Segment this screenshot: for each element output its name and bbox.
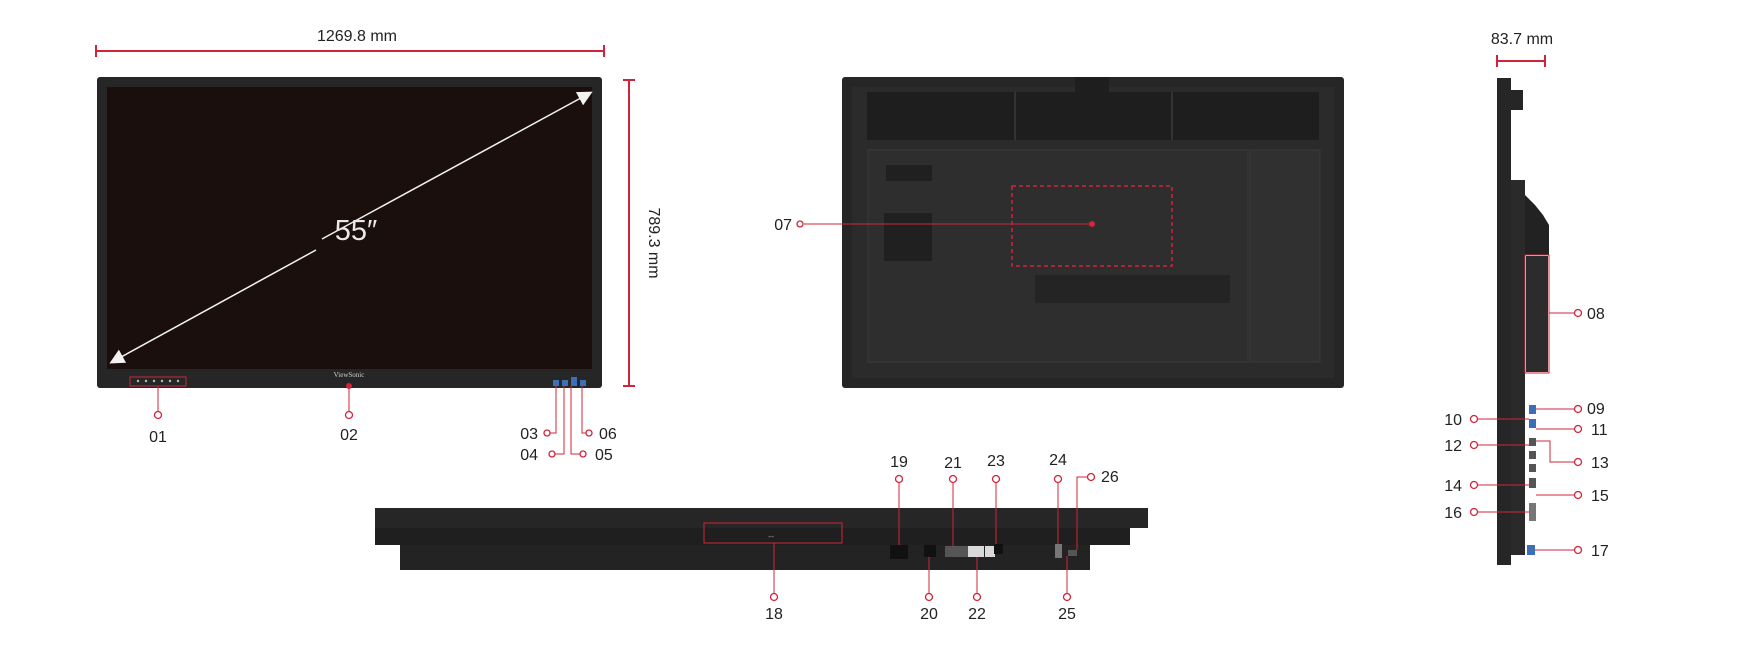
side-panel bbox=[1497, 78, 1511, 565]
callout-19: 19 bbox=[890, 454, 908, 471]
front-screen bbox=[107, 87, 592, 369]
bottom-panel bbox=[375, 508, 1148, 528]
diagonal-arrow bbox=[109, 91, 593, 364]
callout-03: 03 bbox=[520, 426, 538, 443]
bottom-view: ↔ 19 21 23 24 26 18 bbox=[375, 452, 1148, 623]
depth-dimension: 83.7 mm bbox=[1491, 31, 1553, 67]
width-dimension: 1269.8 mm bbox=[95, 28, 605, 57]
callout-05: 05 bbox=[595, 447, 613, 464]
side-ports bbox=[1527, 405, 1536, 555]
screen-size-label: 55″ bbox=[335, 215, 378, 247]
front-sensor bbox=[346, 383, 352, 389]
rear-vent-left bbox=[884, 213, 932, 261]
callout-01: 01 bbox=[149, 429, 167, 446]
front-view: 1269.8 mm ViewSonic 55″ 789.3 mm bbox=[95, 28, 662, 464]
width-label: 1269.8 mm bbox=[317, 28, 397, 45]
rear-vent-bottom bbox=[1035, 275, 1230, 303]
callout-24: 24 bbox=[1049, 452, 1067, 469]
callout-20: 20 bbox=[920, 606, 938, 623]
height-label: 789.3 mm bbox=[645, 207, 662, 278]
callout-14: 14 bbox=[1444, 478, 1462, 495]
callout-16: 16 bbox=[1444, 505, 1462, 522]
bottom-ports bbox=[890, 544, 1077, 559]
callout-21: 21 bbox=[944, 455, 962, 472]
callout-10: 10 bbox=[1444, 412, 1462, 429]
front-ports bbox=[553, 377, 586, 386]
depth-label: 83.7 mm bbox=[1491, 31, 1553, 48]
height-dimension: 789.3 mm bbox=[623, 79, 662, 387]
callout-12: 12 bbox=[1444, 438, 1462, 455]
rear-vent-top bbox=[886, 165, 932, 181]
callout-08: 08 bbox=[1587, 306, 1605, 323]
callout-18: 18 bbox=[765, 606, 783, 623]
callout-23: 23 bbox=[987, 453, 1005, 470]
front-control-key-dots bbox=[136, 379, 180, 383]
callout-02: 02 bbox=[340, 427, 358, 444]
callout-06: 06 bbox=[599, 426, 617, 443]
callout-09: 09 bbox=[1587, 401, 1605, 418]
callout-13: 13 bbox=[1591, 455, 1609, 472]
svg-text:↔: ↔ bbox=[767, 530, 776, 540]
callout-04: 04 bbox=[520, 447, 538, 464]
bottom-usb-slot bbox=[703, 522, 843, 544]
side-view: 83.7 mm 08 09 11 13 bbox=[1444, 31, 1609, 565]
callout-22: 22 bbox=[968, 606, 986, 623]
callout-17: 17 bbox=[1591, 543, 1609, 560]
side-module-slot bbox=[1524, 254, 1550, 374]
callout-25: 25 bbox=[1058, 606, 1076, 623]
vesa-mount-area bbox=[1011, 185, 1173, 267]
rear-side-cover bbox=[1249, 149, 1321, 363]
callout-11: 11 bbox=[1591, 422, 1608, 439]
rear-top-brackets bbox=[867, 92, 1319, 140]
callout-07: 07 bbox=[774, 217, 792, 234]
callout-26: 26 bbox=[1101, 469, 1119, 486]
brand-logo: ViewSonic bbox=[334, 371, 365, 379]
rear-view: 07 bbox=[774, 77, 1344, 388]
callout-15: 15 bbox=[1591, 488, 1609, 505]
